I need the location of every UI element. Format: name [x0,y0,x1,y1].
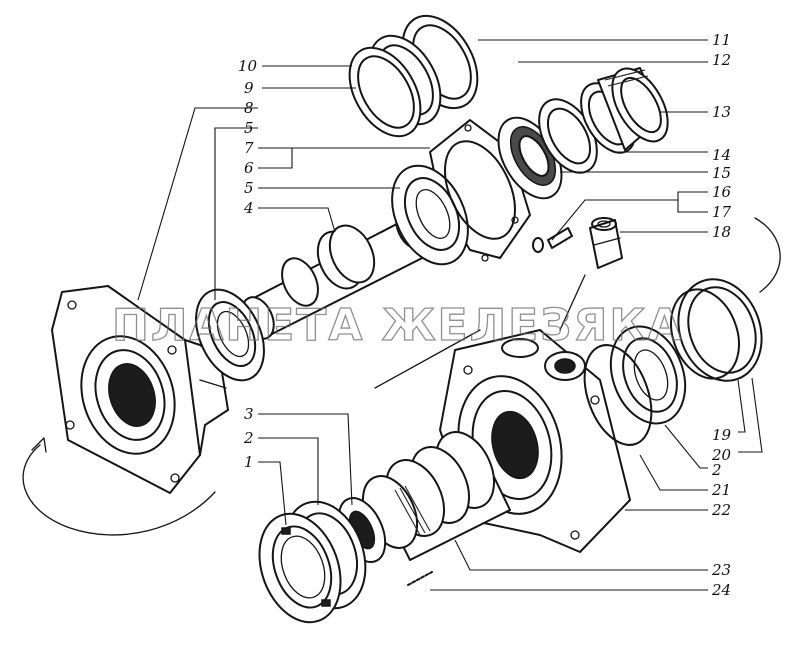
callout-7: 7 [244,139,254,157]
callout-1: 1 [244,453,254,471]
callout-17: 17 [712,203,732,221]
callout-2-right: 2 [711,461,722,479]
callout-12: 12 [712,51,731,69]
callout-2-left: 2 [243,429,254,447]
callout-5-right: 5 [244,179,254,197]
lock-nuts [258,500,367,624]
callout-10: 10 [238,57,258,75]
rotation-arrow-left [22,437,216,536]
rotation-arrow-right [754,217,781,293]
sensor-fitting [589,217,623,269]
callout-4: 4 [243,199,254,217]
assembly-axis-lines [374,274,586,389]
rings-19-20 [670,278,763,382]
callout-19: 19 [712,426,732,444]
callout-8: 8 [244,99,254,117]
upper-shaft [241,206,439,340]
lower-shaft [361,431,511,561]
bearing-left [195,288,265,382]
callout-13: 13 [712,103,731,121]
callout-15: 15 [712,164,731,182]
callout-16: 16 [712,183,732,201]
left-flange-housing [51,285,229,494]
callout-5-left: 5 [244,119,254,137]
callout-3: 3 [244,405,254,423]
sleeve-13 [597,67,669,151]
callout-6: 6 [244,159,254,177]
callout-9: 9 [244,79,254,97]
callout-23: 23 [711,561,731,579]
bolt-washer [532,227,573,253]
spring-pin [407,571,433,586]
callout-11: 11 [712,31,731,49]
callout-numbers: 11 12 13 14 15 16 17 18 10 9 8 5 7 6 5 4… [238,31,732,599]
callout-21: 21 [711,481,731,499]
callout-14: 14 [712,146,731,164]
callout-24: 24 [711,581,731,599]
callout-18: 18 [712,223,731,241]
leader-lines [137,39,763,591]
watermark-text: ПЛАНЕТА ЖЕЛЕЗЯКА [112,300,683,351]
callout-20: 20 [711,446,732,464]
callout-22: 22 [711,501,731,519]
upper-rings [348,14,479,138]
bearing-lower-right [583,325,687,446]
